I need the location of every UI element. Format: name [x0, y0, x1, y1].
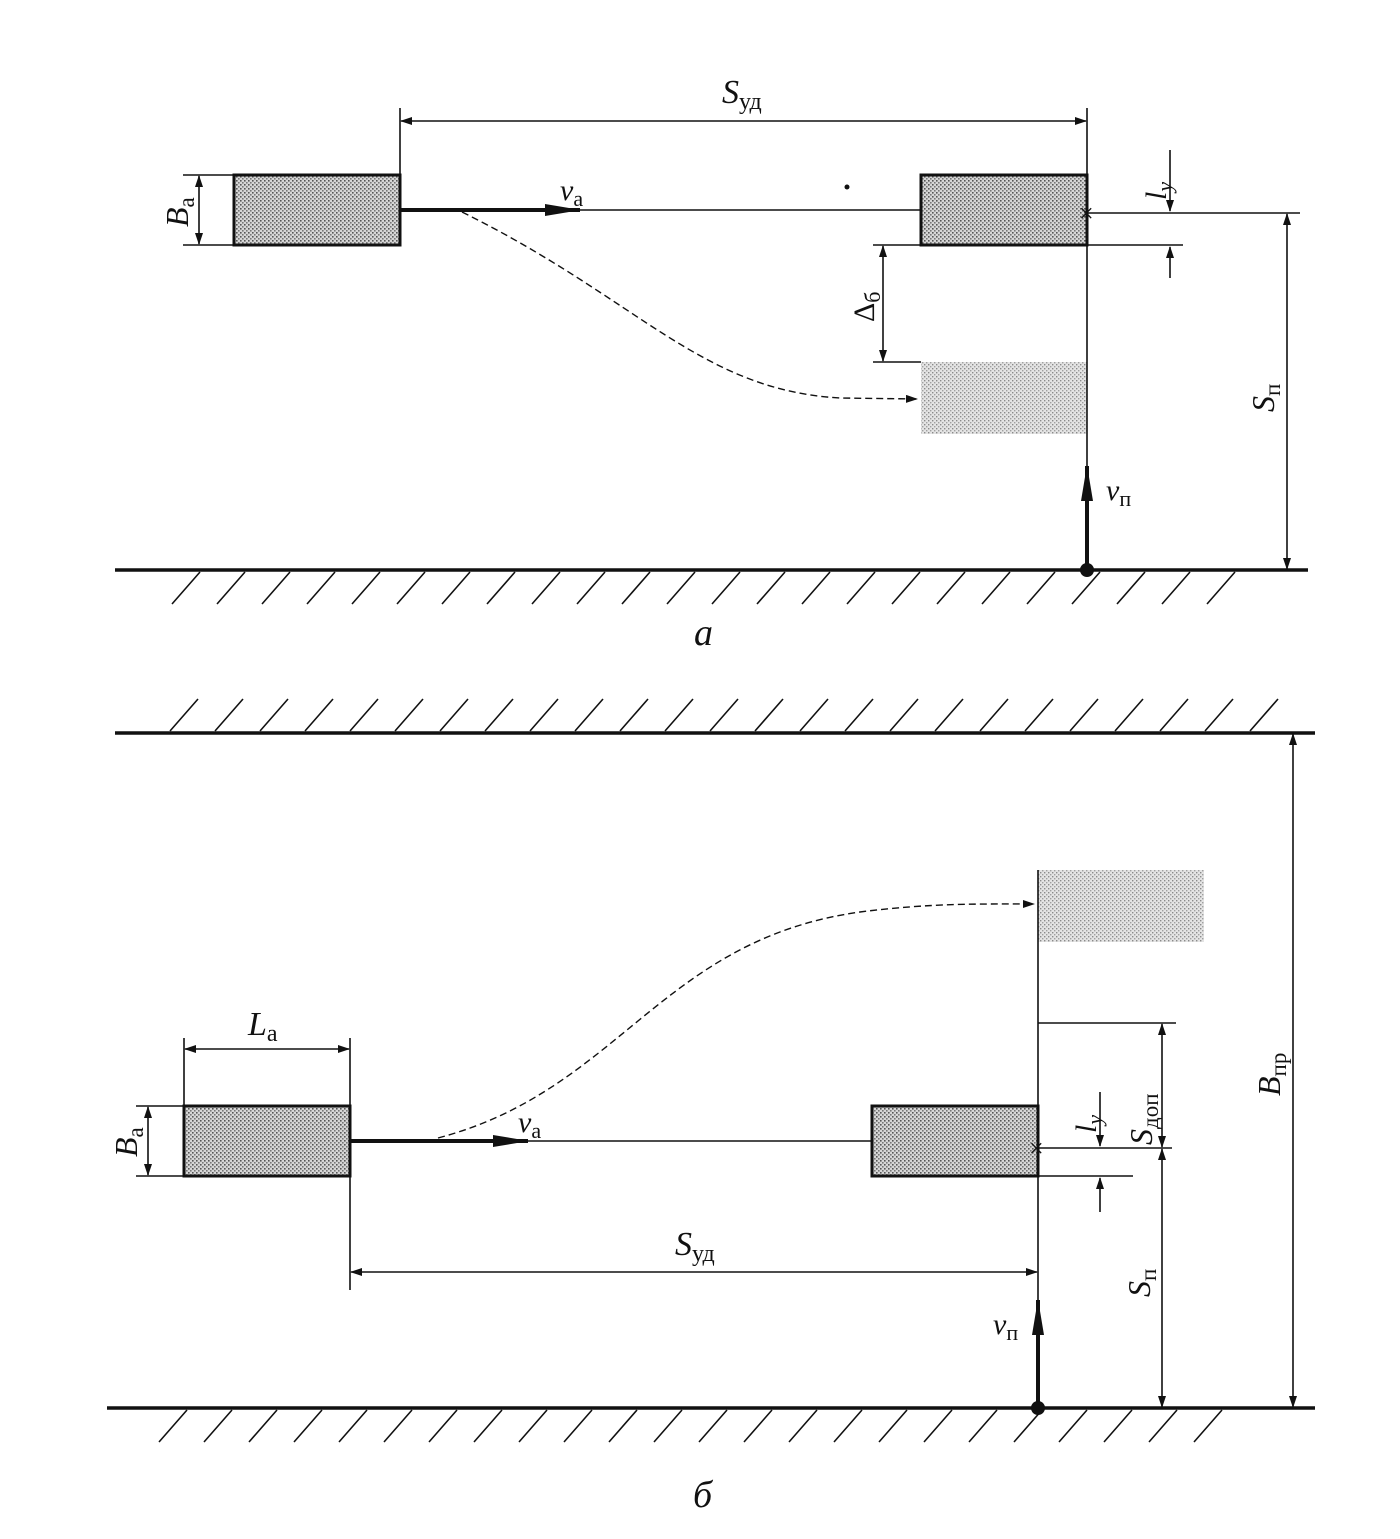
- b-pr-label-b: Bпр: [1251, 1053, 1291, 1096]
- s-ud-label-a: Sуд: [722, 74, 762, 115]
- l-a-label-b: Lа: [247, 1006, 278, 1047]
- impact-point-marker-b: ×: [1029, 1134, 1044, 1163]
- vehicle-avoidance-b: [1038, 870, 1204, 942]
- vehicle-at-impact-a: [919, 173, 1089, 247]
- avoidance-trajectory-a: [461, 211, 918, 403]
- vehicle-initial-b: [182, 1104, 352, 1178]
- l-y-label-a: ly: [1140, 182, 1177, 200]
- v-p-label-a: vп: [1106, 474, 1131, 511]
- road-hatching-a: [171, 571, 1236, 605]
- stray-dot: [844, 184, 850, 190]
- v-a-label-a: vа: [560, 174, 583, 211]
- pedestrian-start-point-b: [1031, 1401, 1045, 1415]
- impact-point-marker-a: ×: [1079, 199, 1094, 228]
- v-a-label-b: vа: [518, 1106, 541, 1143]
- v-p-label-b: vп: [993, 1308, 1018, 1345]
- s-p-label-b: Sп: [1121, 1269, 1161, 1297]
- road-hatching-bottom-b: [158, 1409, 1223, 1443]
- b-a-label-b: Bа: [108, 1127, 148, 1157]
- panel-b: Lа Bа vа × ly Sдоп: [107, 698, 1315, 1516]
- panel-caption-b: б: [693, 1474, 714, 1516]
- l-y-label-b: ly: [1070, 1115, 1107, 1133]
- panel-caption-a: а: [694, 612, 713, 654]
- b-a-label-a: Bа: [159, 197, 199, 227]
- panel-a: Sуд Bа vа × ly Δб Sп: [115, 74, 1308, 654]
- pedestrian-start-point-a: [1080, 563, 1094, 577]
- s-ud-label-b: Sуд: [675, 1226, 715, 1267]
- avoidance-trajectory-b: [437, 899, 1035, 1139]
- delta-b-label-a: Δб: [848, 292, 885, 323]
- vehicle-initial-a: [232, 173, 402, 247]
- s-dop-label-b: Sдоп: [1123, 1093, 1163, 1145]
- s-p-label-a: Sп: [1245, 384, 1285, 412]
- vehicle-avoidance-a: [921, 362, 1087, 434]
- road-hatching-top-b: [169, 698, 1279, 732]
- vehicle-at-impact-b: [870, 1104, 1040, 1178]
